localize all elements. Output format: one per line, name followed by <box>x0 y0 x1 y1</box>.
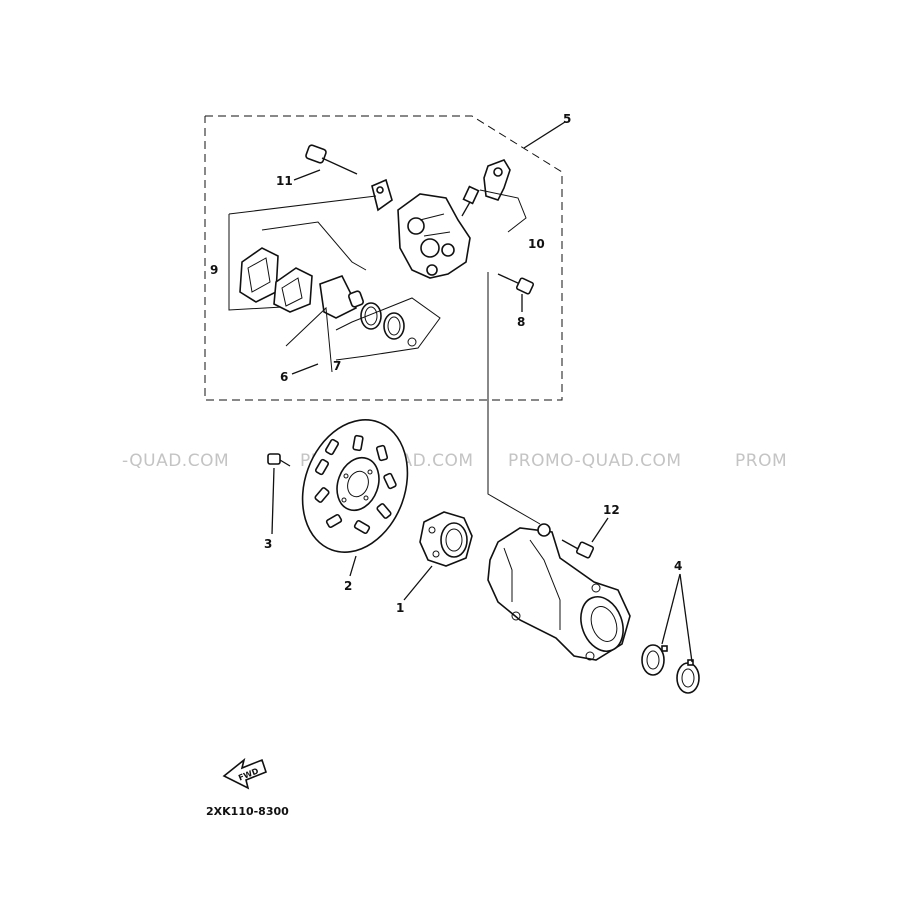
hub-1 <box>419 511 473 567</box>
leader-1 <box>403 565 433 601</box>
pad-bracket-line <box>261 221 367 271</box>
leader-2 <box>349 555 357 577</box>
callout-5: 5 <box>563 112 571 126</box>
callout-8: 8 <box>517 315 525 329</box>
lock-nut-4b <box>676 659 700 694</box>
brake-disc-2 <box>301 419 409 553</box>
watermark-3: PROMO-QUAD.COM <box>508 451 682 471</box>
watermark-4: PROM <box>735 451 787 471</box>
callout-4: 4 <box>674 559 682 573</box>
leader-12 <box>591 517 609 543</box>
caliper-assembly-boundary <box>204 115 563 401</box>
caliper-bolt-11 <box>305 144 358 175</box>
piston-seal-7b <box>383 312 405 340</box>
leader-7-bracket <box>335 297 441 361</box>
leader-10-bracket <box>479 189 527 233</box>
callout-1: 1 <box>396 601 404 615</box>
callout-10: 10 <box>528 237 545 251</box>
callout-11: 11 <box>276 174 293 188</box>
small-washer <box>407 337 417 347</box>
leader-3 <box>271 467 275 535</box>
caliper-body <box>397 193 471 279</box>
bolt-8 <box>497 273 535 295</box>
leader-caliper-to-12 <box>487 272 541 525</box>
piston-seal-7a <box>360 302 382 330</box>
leader-6-bracket <box>285 306 333 373</box>
leader-4a <box>661 573 681 645</box>
leader-5 <box>523 121 566 149</box>
callout-6: 6 <box>280 370 288 384</box>
callout-12: 12 <box>603 503 620 517</box>
axle-housing <box>487 523 631 661</box>
callout-9: 9 <box>210 263 218 277</box>
leader-6 <box>291 363 319 375</box>
pad-clip <box>371 178 393 212</box>
lock-nut-4a <box>641 644 668 676</box>
leader-4b <box>679 573 693 663</box>
callout-3: 3 <box>264 537 272 551</box>
leader-9-top <box>228 195 377 215</box>
caliper-piston-6 <box>319 275 364 319</box>
callout-2: 2 <box>344 579 352 593</box>
brake-pad-left <box>239 247 279 303</box>
disc-bolt-3 <box>267 453 291 467</box>
brake-pad-right <box>273 267 313 313</box>
diagram-code: 2XK110-8300 <box>206 805 289 818</box>
leader-9-side <box>228 214 301 311</box>
callout-7: 7 <box>333 359 341 373</box>
leader-11 <box>293 169 321 181</box>
bleed-screw-10 <box>461 159 511 217</box>
forward-arrow-icon: FWD <box>222 757 267 790</box>
bolt-12 <box>561 539 595 559</box>
watermark-1: -QUAD.COM <box>122 451 229 471</box>
